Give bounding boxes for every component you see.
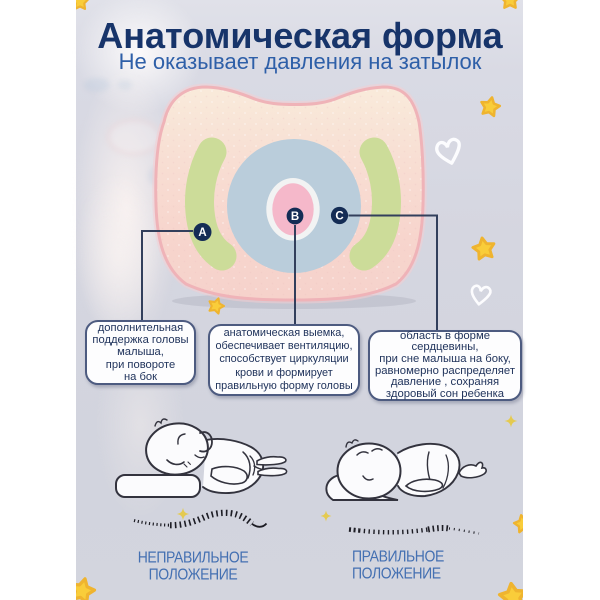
- svg-text:B: B: [291, 211, 299, 223]
- svg-text:A: A: [198, 227, 206, 239]
- svg-text:C: C: [335, 211, 343, 223]
